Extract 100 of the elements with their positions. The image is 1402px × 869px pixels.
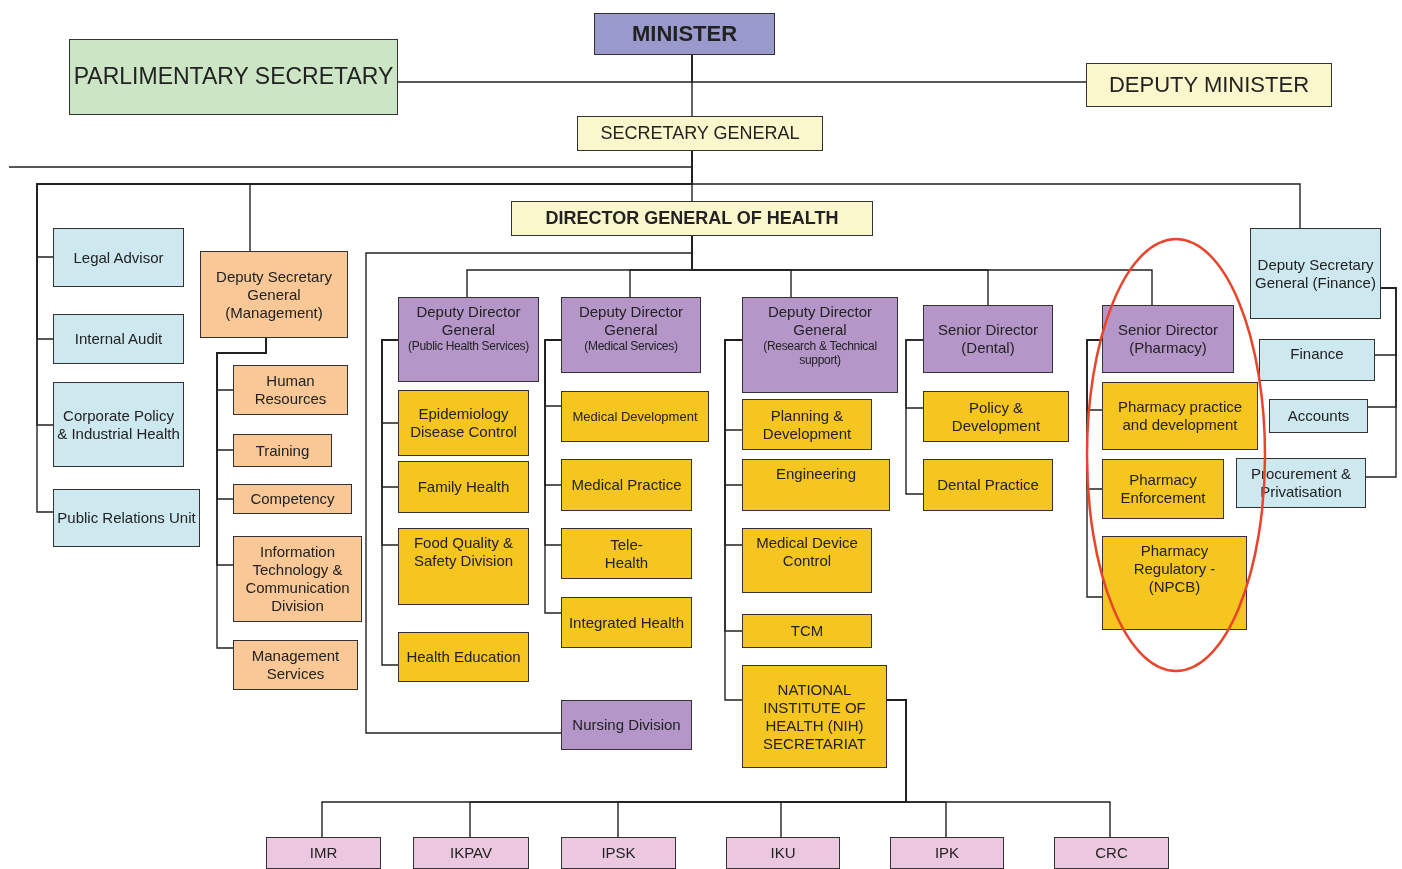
- connector-line: [724, 339, 743, 701]
- unit-subtitle: (Research & Technical support): [762, 339, 878, 368]
- org-unit-box: [398, 632, 529, 682]
- org-unit-box: [53, 314, 184, 364]
- org-unit-box: [923, 391, 1069, 442]
- org-unit-box: [53, 382, 184, 467]
- org-unit-box: [726, 837, 840, 869]
- org-unit-box: [398, 528, 529, 605]
- unit-title: Legal Advisor: [73, 248, 164, 267]
- org-unit-box: [742, 528, 872, 593]
- org-unit-box: [890, 837, 1004, 869]
- org-unit-box: [200, 251, 348, 338]
- org-unit-box: [561, 700, 692, 750]
- unit-title: IPK: [934, 844, 960, 862]
- org-unit-box: [413, 837, 529, 869]
- connector-line: [1365, 287, 1397, 478]
- org-unit-box: [923, 305, 1053, 373]
- unit-title: Medical Practice: [571, 476, 682, 494]
- unit-title: Medical Device Control: [755, 534, 859, 570]
- unit-title: Dental Practice: [937, 476, 1039, 494]
- unit-title: SECRETARY GENERAL: [600, 122, 800, 145]
- org-unit-box: [1259, 339, 1375, 381]
- org-unit-box: [742, 614, 872, 648]
- unit-title: Planning & Development: [761, 406, 853, 443]
- unit-title: Health Education: [406, 648, 521, 666]
- unit-title: Senior Director (Pharmacy): [1116, 321, 1219, 357]
- org-unit-box: [398, 390, 529, 456]
- unit-title: Internal Audit: [74, 330, 163, 348]
- unit-title: TCM: [790, 622, 824, 640]
- unit-title: Food Quality & Safety Division: [412, 534, 515, 570]
- unit-title: Pharmacy practice and development: [1116, 398, 1244, 434]
- org-unit-box: [398, 297, 539, 382]
- org-unit-box: [561, 391, 709, 442]
- unit-title: Competency: [250, 490, 335, 508]
- org-unit-box: [742, 665, 887, 768]
- org-unit-box: [69, 39, 398, 115]
- org-unit-box: [1054, 837, 1169, 869]
- unit-title: Public Relations Unit: [57, 509, 196, 527]
- org-unit-box: [233, 536, 362, 622]
- org-unit-box: [1102, 382, 1258, 450]
- unit-title: Policy & Development: [950, 398, 1042, 435]
- connector-line: [691, 54, 693, 117]
- org-unit-box: [1102, 459, 1224, 519]
- org-unit-box: [561, 528, 692, 579]
- unit-title: CRC: [1095, 844, 1128, 862]
- unit-title: PARLIMENTARY SECRETARY: [73, 63, 394, 91]
- unit-title: Management Services: [250, 647, 341, 683]
- unit-title: Pharmacy Enforcement: [1119, 471, 1207, 507]
- unit-title: Pharmacy Regulatory - (NPCB): [1132, 542, 1217, 596]
- unit-title: Family Health: [417, 478, 510, 496]
- unit-title: NATIONAL INSTITUTE OF HEALTH (NIH) SECRETARIAT: [762, 680, 867, 753]
- org-unit-box: [594, 13, 775, 55]
- org-unit-box: [511, 201, 873, 236]
- org-unit-box: [561, 459, 692, 511]
- org-unit-box: [398, 461, 529, 513]
- unit-title: Engineering: [775, 465, 857, 483]
- org-unit-box: [53, 228, 184, 287]
- org-unit-box: [561, 597, 692, 648]
- unit-title: Deputy Director General: [415, 303, 522, 339]
- org-unit-box: [233, 434, 332, 467]
- unit-subtitle: (Medical Services): [584, 339, 678, 354]
- org-unit-box: [233, 365, 348, 415]
- org-unit-box: [1086, 63, 1332, 107]
- org-unit-box: [742, 459, 890, 511]
- connector-line: [381, 339, 399, 666]
- unit-title: Senior Director (Dental): [936, 321, 1039, 357]
- org-unit-box: [561, 297, 701, 373]
- unit-title: Accounts: [1287, 407, 1350, 425]
- org-unit-box: [577, 116, 823, 151]
- unit-title: IKU: [770, 844, 796, 862]
- org-unit-box: [923, 459, 1053, 511]
- org-unit-box: [233, 640, 358, 690]
- unit-title: MINISTER: [631, 20, 738, 48]
- unit-title: Medical Development: [572, 408, 698, 425]
- unit-title: Human Resources: [253, 372, 328, 408]
- org-unit-box: [1269, 399, 1368, 433]
- unit-subtitle: (Public Health Services): [408, 339, 529, 354]
- unit-title: IKPAV: [450, 844, 492, 862]
- connector-line: [544, 339, 562, 614]
- org-unit-box: [561, 837, 676, 869]
- unit-title: Integrated Health: [568, 613, 685, 632]
- org-unit-box: [266, 837, 381, 869]
- org-unit-box: [742, 297, 898, 393]
- unit-title: DIRECTOR GENERAL OF HEALTH: [545, 207, 839, 230]
- unit-title: Training: [255, 441, 310, 460]
- connector-line: [905, 339, 924, 495]
- org-unit-box: [233, 484, 352, 514]
- unit-title: Finance: [1290, 345, 1344, 363]
- unit-title: Deputy Secretary General (Management): [215, 267, 333, 322]
- unit-title: Deputy Director General: [577, 303, 685, 339]
- org-unit-box: [1102, 536, 1247, 630]
- unit-title: DEPUTY MINISTER: [1108, 71, 1310, 99]
- org-unit-box: [1102, 305, 1234, 373]
- org-unit-box: [742, 399, 872, 450]
- org-unit-box: [1250, 228, 1381, 319]
- unit-title: Tele-Health: [603, 535, 650, 572]
- unit-title: IPSK: [601, 844, 636, 862]
- unit-title: Nursing Division: [572, 716, 681, 734]
- unit-title: IMR: [309, 844, 338, 862]
- unit-title: Epidemiology Disease Control: [409, 405, 518, 441]
